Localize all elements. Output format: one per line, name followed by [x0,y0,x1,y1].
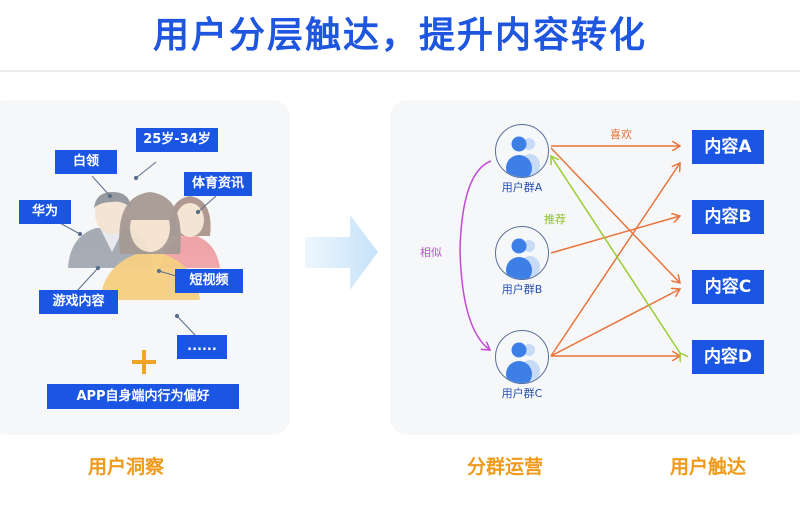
label-like: 喜欢 [610,128,632,141]
content-c[interactable]: 内容C [692,270,764,304]
tag-game-content: 游戏内容 [39,290,118,314]
edge-recommend [551,156,680,353]
user-group-icon [495,226,549,280]
plus-icon [132,350,156,374]
label-recommend: 推荐 [544,213,566,226]
user-group-label: 用户群B [501,283,543,296]
label-group-operations: 分群运营 [467,456,544,478]
page-title: 用户分层触达，提升内容转化 [152,15,647,56]
user-group-c[interactable]: 用户群C [494,330,550,401]
label-similar: 相似 [420,246,442,259]
content-a[interactable]: 内容A [692,130,764,164]
content-d[interactable]: 内容D [692,340,764,374]
label-user-reach: 用户触达 [670,456,747,478]
user-group-label: 用户群C [501,387,543,400]
edge-c-to-content-a [550,163,680,357]
user-group-a[interactable]: 用户群A [494,124,550,195]
label-user-insight: 用户洞察 [88,456,165,478]
edge-b-to-content-b [550,216,680,254]
tag-huawei: 华为 [19,200,71,224]
title-divider [0,70,800,72]
edge-similar [459,160,492,350]
user-group-icon [495,330,549,384]
user-group-icon [495,124,549,178]
tag-sports-news: 体育资讯 [184,172,252,196]
edge-a-to-content-c [550,147,680,283]
tag-age: 25岁-34岁 [136,128,218,152]
tag-more: ...... [177,335,227,359]
user-group-label: 用户群A [501,181,543,194]
tag-short-video: 短视频 [175,269,243,293]
user-group-b[interactable]: 用户群B [494,226,550,297]
tag-app-behavior: APP自身端内行为偏好 [47,384,239,409]
content-b[interactable]: 内容B [692,200,764,234]
tag-white-collar: 白领 [55,150,117,174]
